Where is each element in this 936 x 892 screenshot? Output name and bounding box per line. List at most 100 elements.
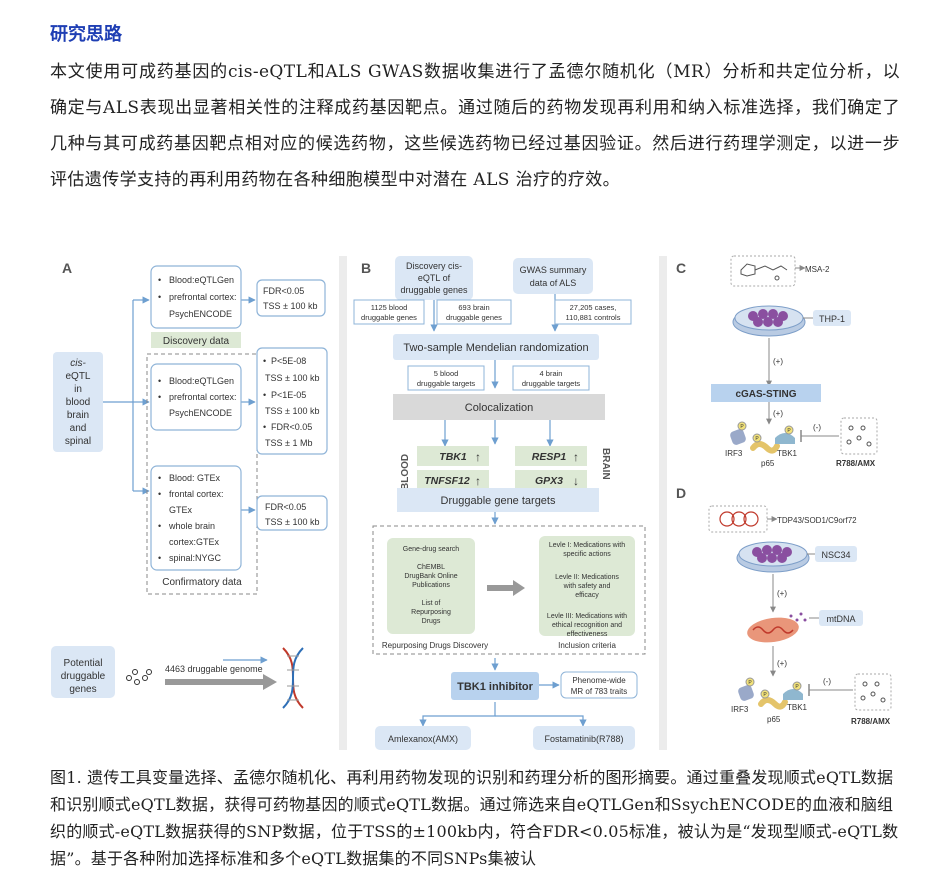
search-line: ChEMBL: [417, 564, 445, 571]
pathway-label: cGAS-STING: [735, 389, 796, 400]
phosphate-mark: P: [763, 692, 767, 698]
confirm-item: spinal:NYGC: [169, 553, 222, 563]
discovery-item: PsychENCODE: [169, 309, 232, 319]
confirm2-threshold-box: [256, 495, 328, 531]
source-box: [53, 352, 103, 452]
mitochondria-icon: [747, 612, 807, 643]
confirmatory-label: Confirmatory data: [162, 577, 242, 588]
confirm-item: Blood: GTEx: [169, 473, 221, 483]
box-line: druggable genes: [361, 313, 417, 322]
discovery-item: •: [158, 275, 161, 285]
threshold-text: TSS ± 100 kb: [265, 517, 319, 527]
criteria-line: effectiveness: [567, 631, 608, 638]
mr-bar: [393, 334, 599, 360]
confirm-item: GTEx: [169, 505, 193, 515]
irf3-label: IRF3: [725, 449, 743, 458]
box-line: druggable targets: [417, 379, 476, 388]
up-arrow: ↑: [475, 474, 481, 488]
molecule-structure-icon: [740, 263, 788, 281]
brain-targets-box: [512, 365, 590, 391]
tbk1-icon: P: [775, 425, 795, 444]
p65-label: p65: [767, 715, 781, 724]
confirm1-sources-box: [150, 363, 242, 431]
plus-sign: (+): [777, 589, 787, 598]
compound-label: MSA-2: [805, 265, 830, 274]
blood-genes-box: [353, 299, 425, 325]
inclusion-label: Inclusion criteria: [558, 641, 616, 650]
figure-caption: 图1. 遗传工具变量选择、孟德尔随机化、再利用药物发现的识别和药理分析的图形摘要…: [50, 768, 899, 868]
section-title: 研究思路: [50, 24, 122, 45]
proteins-label: TDP43/SOD1/C9orf72: [777, 516, 857, 525]
brain-genes-box: [436, 299, 512, 325]
search-line: Drugs: [422, 618, 441, 625]
cases-box: [554, 299, 632, 325]
petri-dish-icon: [736, 541, 810, 573]
gene-tbk1-box: [417, 446, 489, 466]
gene-label: RESP1: [532, 451, 567, 463]
confirm-item: Blood:eQTLGen: [169, 376, 234, 386]
confirm-item: •: [158, 553, 161, 563]
discovery-sources-box: [150, 265, 242, 329]
threshold-text: FDR<0.05: [265, 502, 306, 512]
molecule-circles-icon: [126, 669, 152, 685]
panel-b-letter: B: [361, 260, 371, 276]
minus-sign: (-): [823, 677, 831, 686]
criteria-line: specific actions: [563, 551, 611, 558]
criteria-line: Levle II: Medications: [555, 574, 619, 581]
tbk1-inhibitor-box: [451, 672, 539, 700]
tbk1-inhibitor-label: TBK1 inhibitor: [457, 681, 533, 693]
threshold-text: •: [263, 422, 266, 432]
colocalization-bar: [393, 394, 605, 420]
dna-helix-icon: [282, 647, 304, 709]
irf3-label: IRF3: [731, 705, 749, 714]
confirm-item: •: [158, 392, 161, 402]
tbk1-icon: P: [783, 681, 803, 700]
plus-sign: (+): [773, 357, 783, 366]
plus-sign: (+): [773, 409, 783, 418]
genome-arrow-head: [263, 674, 277, 690]
criteria-line: Levle I: Medications with: [549, 542, 625, 549]
brain-side-label: BRAIN: [600, 448, 611, 480]
source-line: in: [74, 384, 82, 395]
threshold-text: •: [263, 390, 266, 400]
potential-line: druggable: [61, 671, 106, 682]
box-line: druggable genes: [446, 313, 502, 322]
confirm-item: •: [158, 376, 161, 386]
genome-label: 4463 druggable genome: [165, 664, 263, 674]
blood-targets-box: [407, 365, 485, 391]
divider-left: [339, 256, 347, 750]
phosphate-mark: P: [755, 436, 759, 442]
confirm-item: PsychENCODE: [169, 408, 232, 418]
gene-label: TNFSF12: [424, 475, 470, 487]
search-line: List of: [422, 600, 441, 607]
phenome-box: [560, 671, 638, 699]
up-arrow: ↑: [475, 450, 481, 464]
minus-sign: (-): [813, 423, 821, 432]
mtdna-label: mtDNA: [827, 614, 856, 624]
gene-label: GPX3: [535, 475, 563, 487]
source-line: blood: [66, 397, 90, 408]
phenome-line: Phenome-wide: [572, 676, 626, 685]
panel-d: D TDP43/SOD1/C9orf72 NSC34 (+) mtDNA: [676, 485, 892, 726]
source-line: spinal: [65, 436, 91, 447]
box-line: Discovery cis-: [406, 261, 462, 271]
box-line: eQTL of: [418, 273, 451, 283]
threshold-text: TSS ± 100 kb: [265, 373, 319, 383]
tbk1-label: TBK1: [777, 449, 798, 458]
box-line: 110,881 controls: [566, 313, 621, 322]
discovery-item: •: [158, 292, 161, 302]
box-line: data of ALS: [530, 278, 577, 288]
confirm2-sources-box: [150, 465, 242, 571]
source-line: and: [70, 423, 87, 434]
discovery-threshold-box: [256, 279, 326, 317]
discovery-item: Blood:eQTLGen: [169, 275, 234, 285]
criteria-line: ethical recognition and: [552, 622, 622, 629]
drug-amx-box: [375, 726, 471, 750]
gwas-box: [513, 258, 593, 294]
gene-tnfsf12-box: [417, 470, 489, 490]
divider-right: [659, 256, 667, 750]
threshold-text: FDR<0.05: [271, 422, 312, 432]
potential-genes-box: [51, 646, 115, 698]
box-line: 4 brain: [540, 369, 563, 378]
gene-resp1-box: [515, 446, 587, 466]
